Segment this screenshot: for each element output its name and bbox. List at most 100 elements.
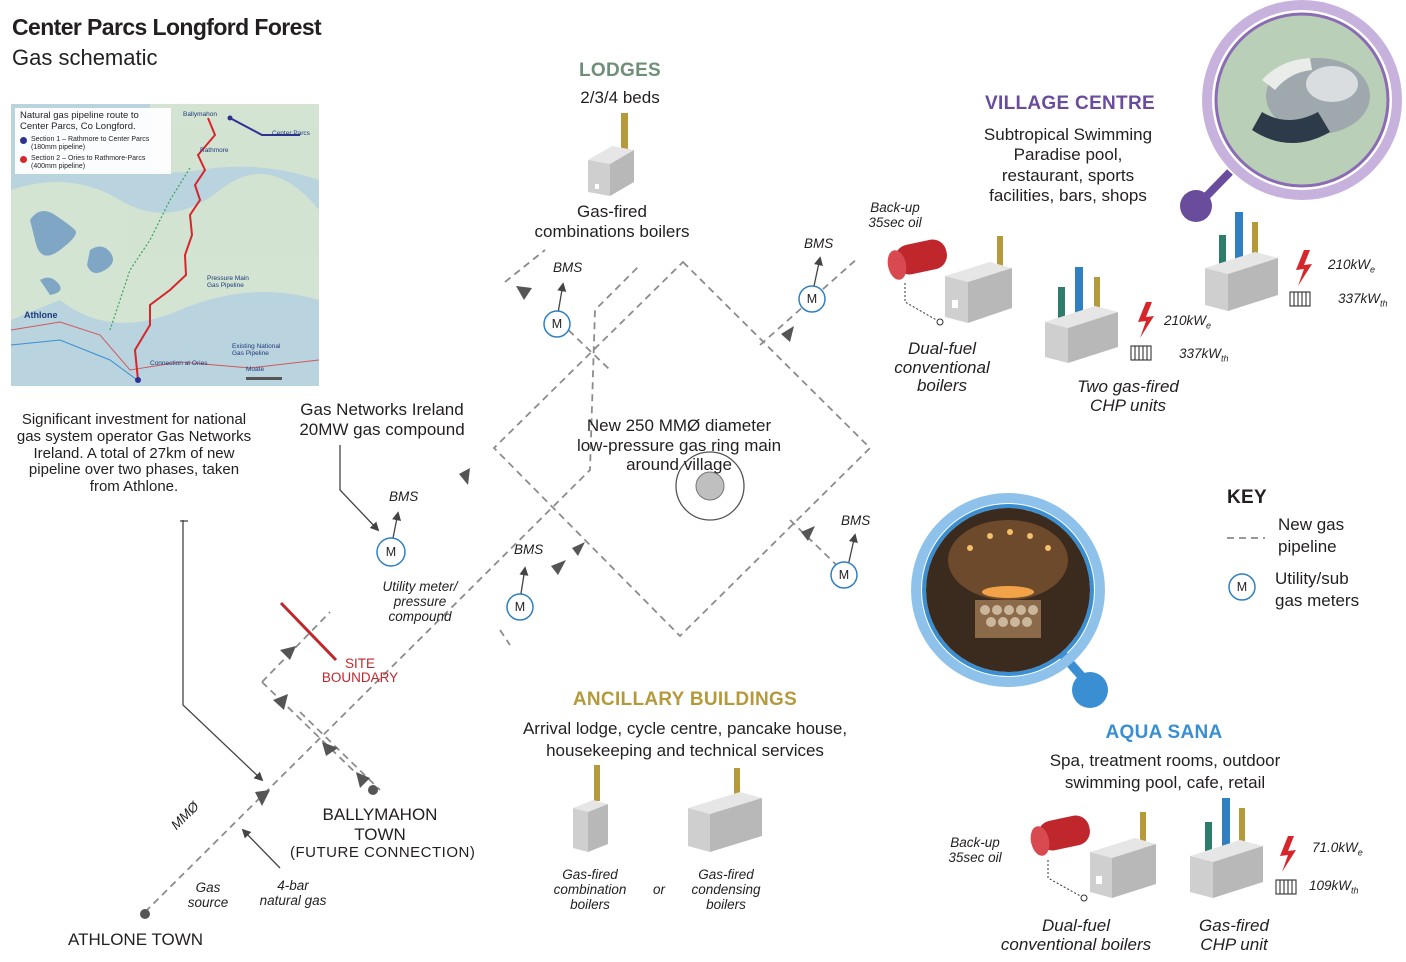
village-backup-line2: 35sec oil — [868, 214, 922, 230]
aqua-backup-line1: Back-up — [950, 835, 1000, 850]
map-place-existing-main: Existing National Gas Pipeline — [232, 343, 281, 357]
bms-label-compound: BMS — [389, 489, 419, 504]
village-chp1-heat-value: 337kW — [1179, 346, 1222, 361]
athlone-town-label: ATHLONE TOWN — [68, 930, 204, 949]
ancillary-condensing-line3: boilers — [706, 897, 746, 913]
key-meters-label: Utility/sub gas meters — [1275, 568, 1359, 612]
aqua-heading: AQUA SANA — [1105, 722, 1223, 743]
aqua-heat-sub: th — [1351, 885, 1359, 896]
bms-label-aqua: BMS — [841, 513, 871, 528]
intro-text: Significant investment for national gas … — [16, 411, 252, 496]
utility-meter-line2: pressure — [393, 593, 447, 609]
utility-meter-line3: compound — [388, 608, 452, 624]
ballymahon-endpoint — [368, 785, 378, 795]
page-title: Center Parcs Longford Forest — [12, 14, 322, 40]
lodges-sub: 2/3/4 beds — [580, 88, 660, 107]
meter-ancillary: M — [514, 600, 526, 614]
page-subtitle: Gas schematic — [12, 45, 158, 70]
lodges-boiler-label: Gas-fired combinations boilers — [512, 202, 712, 241]
site-boundary-line2: BOUNDARY — [321, 670, 399, 686]
map-legend-item-2-label: Section 2 – Ories to Rathmore-Parcs (400… — [31, 154, 146, 170]
map-place-pressure-main: Pressure Main Gas Pipeline — [207, 275, 249, 289]
aqua-elec-sub: e — [1357, 847, 1363, 858]
aqua-dual-fuel-label: Dual-fuel conventional boilers — [996, 916, 1156, 954]
site-boundary-line1: SITE — [344, 656, 375, 671]
ancillary-boilers-graphic — [573, 765, 762, 852]
village-line-1: Subtropical Swimming — [983, 125, 1153, 144]
ballymahon-line2: TOWN — [354, 824, 406, 844]
flow-arrows — [255, 286, 815, 806]
gas-source-label: Gas source — [180, 880, 236, 911]
aqua-line2: swimming pool, cafe, retail — [1064, 773, 1266, 793]
key-heading: KEY — [1227, 487, 1267, 508]
key-meters-line2: gas meters — [1275, 591, 1360, 611]
map-place-moate: Moate — [246, 366, 265, 373]
village-backup-line1: Back-up — [870, 200, 920, 215]
gas-source-line2: source — [187, 894, 229, 910]
ballymahon-label: BALLYMAHON TOWN (FUTURE CONNECTION) — [290, 805, 476, 862]
compound-label-line2: 20MW gas compound — [299, 419, 465, 439]
lodge-boiler-graphic — [588, 113, 634, 196]
village-dual-fuel-label: Dual-fuel conventional boilers — [882, 339, 1002, 396]
aqua-chp-line2: CHP unit — [1200, 934, 1268, 954]
aqua-backup-line2: 35sec oil — [948, 849, 1002, 865]
village-chp2-heat: 337kWth — [1338, 291, 1388, 309]
ballymahon-line3: (FUTURE CONNECTION) — [290, 844, 476, 862]
ancillary-condensing-line2: condensing — [691, 882, 761, 898]
map-place-center-parcs: Center Parcs — [272, 130, 310, 137]
lodges-boiler-line1: Gas-fired — [577, 202, 647, 221]
village-chp1-elec-value: 210kW — [1164, 313, 1207, 328]
aqua-line1: Spa, treatment rooms, outdoor — [1049, 751, 1281, 770]
map-place-athlone: Athlone — [24, 310, 58, 320]
meter-village: M — [806, 292, 818, 306]
key-pipeline-label: New gas pipeline — [1278, 514, 1344, 558]
village-chp1-heat: 337kWth — [1179, 346, 1229, 364]
village-line-3: restaurant, sports — [1001, 165, 1135, 185]
bms-label-lodges: BMS — [553, 260, 583, 275]
ancillary-combi-line3: boilers — [570, 897, 610, 913]
aqua-photo-lens — [911, 493, 1108, 708]
village-chp-line1: Two gas-fired — [1077, 377, 1179, 396]
ancillary-line2: housekeeping and technical services — [546, 741, 824, 761]
ancillary-combi-line2: combination — [553, 882, 627, 898]
village-dual-fuel-line2: conventional — [894, 357, 990, 377]
village-line-4: facilities, bars, shops — [989, 186, 1147, 206]
village-chp2-elec: 210kWe — [1328, 257, 1375, 275]
gas-source-line1: Gas — [195, 880, 221, 895]
village-chp2-elec-value: 210kW — [1328, 257, 1371, 272]
site-boundary-line — [279, 601, 338, 662]
natural-gas-line1: 4-bar — [277, 878, 309, 893]
lodges-heading: LODGES — [578, 60, 662, 81]
key-meters-line1: Utility/sub — [1275, 569, 1349, 588]
meter-aqua: M — [838, 568, 850, 582]
aqua-heat-value: 109kW — [1309, 878, 1352, 893]
village-chp1-heat-sub: th — [1221, 353, 1229, 364]
village-description: Subtropical Swimming Paradise pool, rest… — [958, 125, 1178, 207]
aqua-dual-fuel-line2: conventional boilers — [1000, 934, 1152, 954]
village-chp2-elec-sub: e — [1370, 264, 1376, 275]
aqua-backup-label: Back-up 35sec oil — [942, 835, 1008, 866]
village-heading: VILLAGE CENTRE — [985, 93, 1155, 114]
legend-dot-red — [20, 155, 27, 163]
utility-meter-line1: Utility meter/ — [382, 579, 458, 594]
natural-gas-label: 4-bar natural gas — [252, 878, 334, 909]
aqua-elec: 71.0kWe — [1312, 840, 1363, 858]
aqua-dual-fuel-line1: Dual-fuel — [1041, 916, 1111, 935]
map-legend-item-2: Section 2 – Ories to Rathmore-Parcs (400… — [20, 155, 166, 171]
natural-gas-line2: natural gas — [259, 892, 327, 908]
meter-key: M — [1236, 580, 1248, 594]
gas-meters — [376, 285, 1256, 621]
village-chp-label: Two gas-fired CHP units — [1060, 377, 1196, 415]
ancillary-or: or — [653, 882, 666, 897]
ancillary-description: Arrival lodge, cycle centre, pancake hou… — [500, 718, 870, 762]
village-chp2-heat-value: 337kW — [1338, 291, 1381, 306]
bms-label-village: BMS — [804, 236, 834, 251]
bms-label-ancillary: BMS — [514, 542, 544, 557]
key-pipeline-line2: pipeline — [1278, 537, 1337, 557]
utility-meter-label: Utility meter/ pressure compound — [368, 579, 472, 625]
meter-lodges: M — [551, 317, 563, 331]
ring-main-pipeline — [144, 249, 872, 913]
ancillary-combi-label: Gas-fired combination boilers — [548, 867, 632, 912]
